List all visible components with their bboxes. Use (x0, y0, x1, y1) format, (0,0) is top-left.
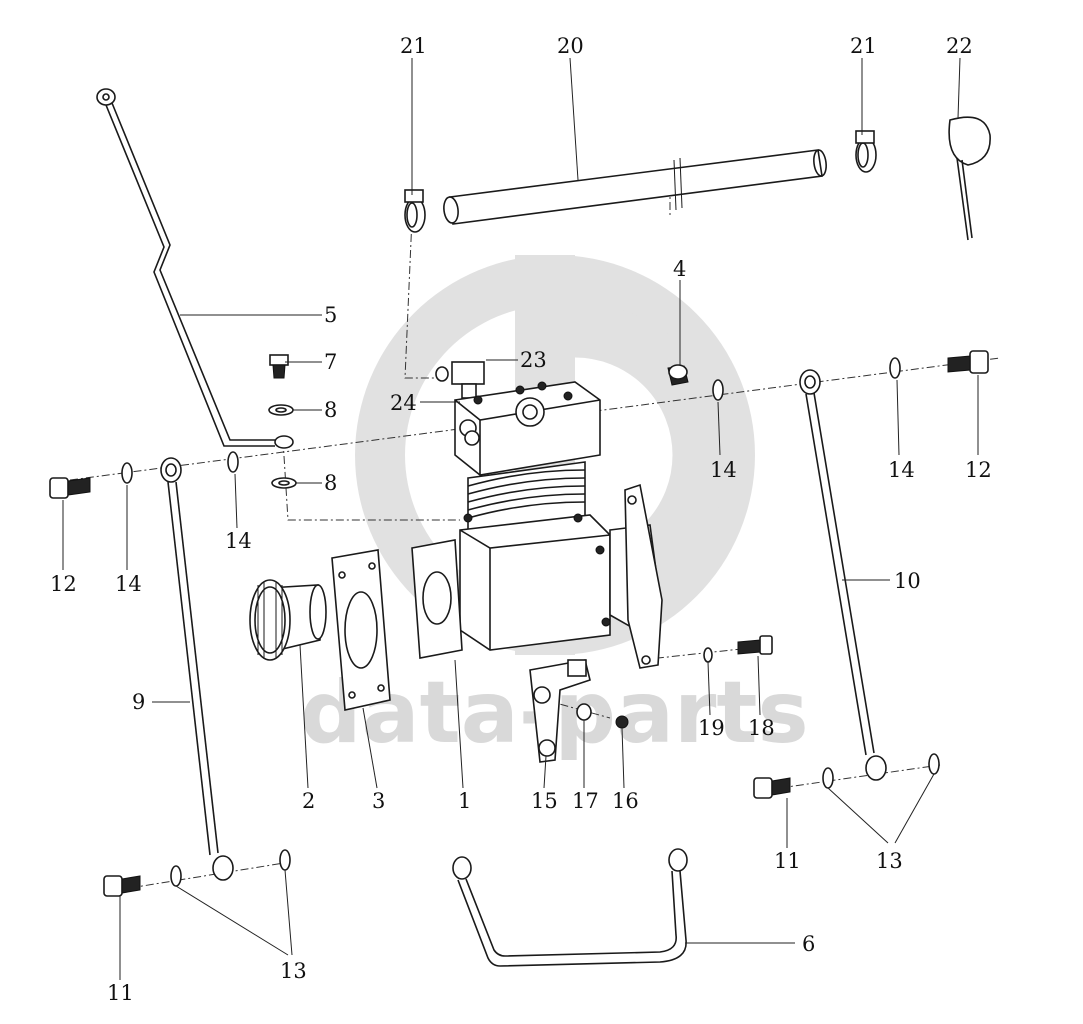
part-10-pipe-right[interactable] (799, 369, 887, 781)
callout-14-right-b: 14 (888, 458, 915, 482)
part-13-washer-lower-right-b[interactable] (928, 753, 940, 775)
callout-21-right: 21 (850, 34, 877, 58)
part-2-drive-gear[interactable] (249, 579, 327, 661)
callout-24: 24 (390, 391, 417, 415)
part-13-washer-lower-right-a[interactable] (822, 767, 834, 789)
callout-8-lower: 8 (324, 471, 337, 495)
part-23-elbow-fitting[interactable] (435, 361, 485, 399)
part-14-washer-right-b[interactable] (889, 357, 901, 379)
callout-2: 2 (302, 789, 315, 813)
callout-5: 5 (324, 303, 337, 327)
callout-12-left: 12 (50, 572, 77, 596)
part-21-hose-clamp-left[interactable] (404, 189, 426, 233)
callout-labels: 21 20 21 22 4 5 7 23 24 8 8 14 14 12 14 … (50, 34, 992, 1005)
part-13-washer-lower-left-b[interactable] (279, 849, 291, 871)
part-19-lock-washer[interactable] (703, 647, 713, 663)
leader-lines (62, 57, 979, 980)
callout-16: 16 (612, 789, 639, 813)
callout-14-right-a: 14 (710, 458, 737, 482)
callout-12-right: 12 (965, 458, 992, 482)
part-8-washer-upper[interactable] (268, 404, 294, 416)
callout-17: 17 (572, 789, 599, 813)
part-8-washer-lower[interactable] (271, 477, 297, 489)
part-14-washer-right-a[interactable] (712, 379, 724, 401)
part-16-nut[interactable] (615, 715, 629, 729)
part-3-gasket[interactable] (331, 549, 391, 711)
callout-14-left-b: 14 (225, 529, 252, 553)
part-20-air-tube[interactable] (442, 149, 827, 225)
callout-15: 15 (531, 789, 558, 813)
callout-6: 6 (802, 932, 815, 956)
part-9-pipe-left[interactable] (160, 457, 234, 881)
callout-8-upper: 8 (324, 398, 337, 422)
callout-20: 20 (557, 34, 584, 58)
part-17-washer[interactable] (576, 703, 592, 721)
part-12-banjo-bolt-right[interactable] (947, 350, 989, 374)
callout-4: 4 (673, 257, 686, 281)
callout-19: 19 (698, 716, 725, 740)
callout-1: 1 (458, 789, 471, 813)
part-6-u-pipe[interactable] (452, 848, 688, 967)
part-11-banjo-bolt-lower-left[interactable] (103, 875, 141, 897)
callout-3: 3 (372, 789, 385, 813)
callout-13-right: 13 (876, 849, 903, 873)
part-4-plug[interactable] (667, 364, 689, 386)
callout-18: 18 (748, 716, 775, 740)
callout-21-left: 21 (400, 34, 427, 58)
part-1-air-compressor[interactable] (411, 381, 663, 669)
callout-13-left: 13 (280, 959, 307, 983)
callout-14-left-a: 14 (115, 572, 142, 596)
callout-22: 22 (946, 34, 973, 58)
callout-10: 10 (894, 569, 921, 593)
part-13-washer-lower-left-a[interactable] (170, 865, 182, 887)
callout-11-left: 11 (107, 981, 134, 1005)
callout-23: 23 (520, 348, 547, 372)
part-22-tag[interactable] (948, 116, 991, 241)
callout-11-right: 11 (774, 849, 801, 873)
part-7-bolt[interactable] (269, 354, 289, 379)
part-15-bracket[interactable] (529, 659, 591, 763)
callout-9: 9 (132, 690, 145, 714)
part-14-washer-left-a[interactable] (121, 462, 133, 484)
part-5-bent-rod[interactable] (96, 88, 294, 449)
part-18-bolt[interactable] (737, 635, 773, 655)
callout-7: 7 (324, 350, 337, 374)
part-11-banjo-bolt-lower-right[interactable] (753, 777, 791, 799)
part-21-hose-clamp-right[interactable] (855, 130, 877, 173)
part-12-banjo-bolt-left[interactable] (49, 477, 91, 499)
part-14-washer-left-b[interactable] (227, 451, 239, 473)
